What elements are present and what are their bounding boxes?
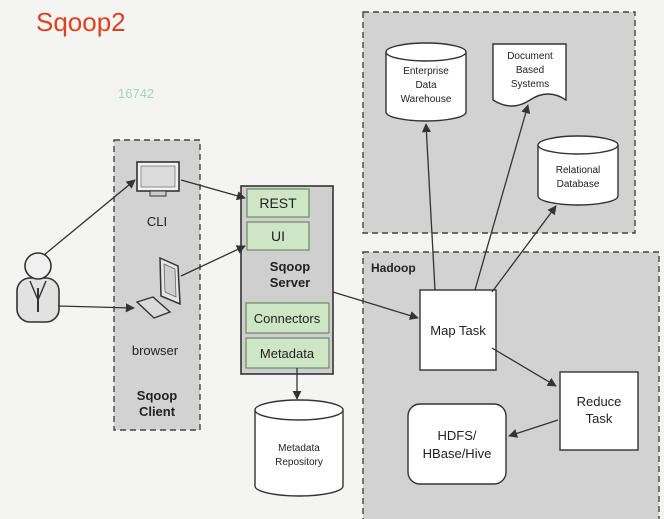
diagram-title: Sqoop2 <box>36 7 126 37</box>
docs-label-line1: Document <box>507 51 553 62</box>
edw-label-line3: Warehouse <box>401 94 452 105</box>
arrow-map-to-rdb <box>491 205 557 293</box>
ui-label: UI <box>271 228 285 244</box>
sqoop-server-label-line1: Sqoop <box>270 259 310 274</box>
rest-label: REST <box>259 195 297 211</box>
arrow-cli-to-rest <box>180 179 246 201</box>
reduce-task-box <box>559 371 639 451</box>
arrow-map-to-docs <box>474 104 531 291</box>
arrow-map-to-edw <box>421 123 436 291</box>
sqoop-server-label-line2: Server <box>270 275 310 290</box>
map-task-box <box>419 289 497 371</box>
relational-db-cylinder <box>537 135 619 206</box>
edw-label-line2: Data <box>415 80 437 91</box>
connectors-component <box>245 302 330 334</box>
arrow-server-to-map <box>332 291 419 320</box>
sqoop-client-label-line1: Sqoop <box>137 388 177 403</box>
hadoop-label: Hadoop <box>371 261 416 275</box>
rest-component <box>246 188 310 218</box>
metadata-label: Metadata <box>260 346 315 361</box>
rdb-label-line2: Database <box>557 179 600 190</box>
arrow-browser-to-ui <box>180 245 246 277</box>
map-task-label: Map Task <box>430 323 486 338</box>
arrow-map-to-reduce <box>491 347 557 387</box>
hdfs-label-line1: HDFS/ <box>438 428 477 443</box>
cli-label: CLI <box>147 214 167 229</box>
hdfs-box <box>407 403 507 485</box>
watermark-number: 16742 <box>118 86 155 101</box>
arrow-user-to-cli <box>43 179 136 256</box>
monitor-icon <box>136 161 180 197</box>
docs-label-line3: Systems <box>511 79 549 90</box>
repository-label-line2: Repository <box>275 457 323 468</box>
browser-label: browser <box>132 343 179 358</box>
hdfs-label-line2: HBase/Hive <box>423 446 492 461</box>
edw-label-line1: Enterprise <box>403 66 449 77</box>
user-icon <box>16 252 60 323</box>
arrow-user-to-browser <box>57 303 135 313</box>
metadata-component <box>245 337 330 369</box>
reduce-task-label-line2: Task <box>586 411 613 426</box>
computer-icon <box>135 256 181 319</box>
docs-label-line2: Based <box>516 65 544 76</box>
metadata-repository-cylinder <box>254 399 344 497</box>
sqoop-client-label-line2: Client <box>139 404 176 419</box>
arrow-reduce-to-hdfs <box>508 419 559 438</box>
rdb-label-line1: Relational <box>556 165 600 176</box>
reduce-task-label-line1: Reduce <box>577 394 622 409</box>
connectors-label: Connectors <box>254 311 321 326</box>
repository-label-line1: Metadata <box>278 443 320 454</box>
edw-cylinder <box>385 42 467 122</box>
document-shape <box>492 43 567 107</box>
ui-component <box>246 221 310 251</box>
